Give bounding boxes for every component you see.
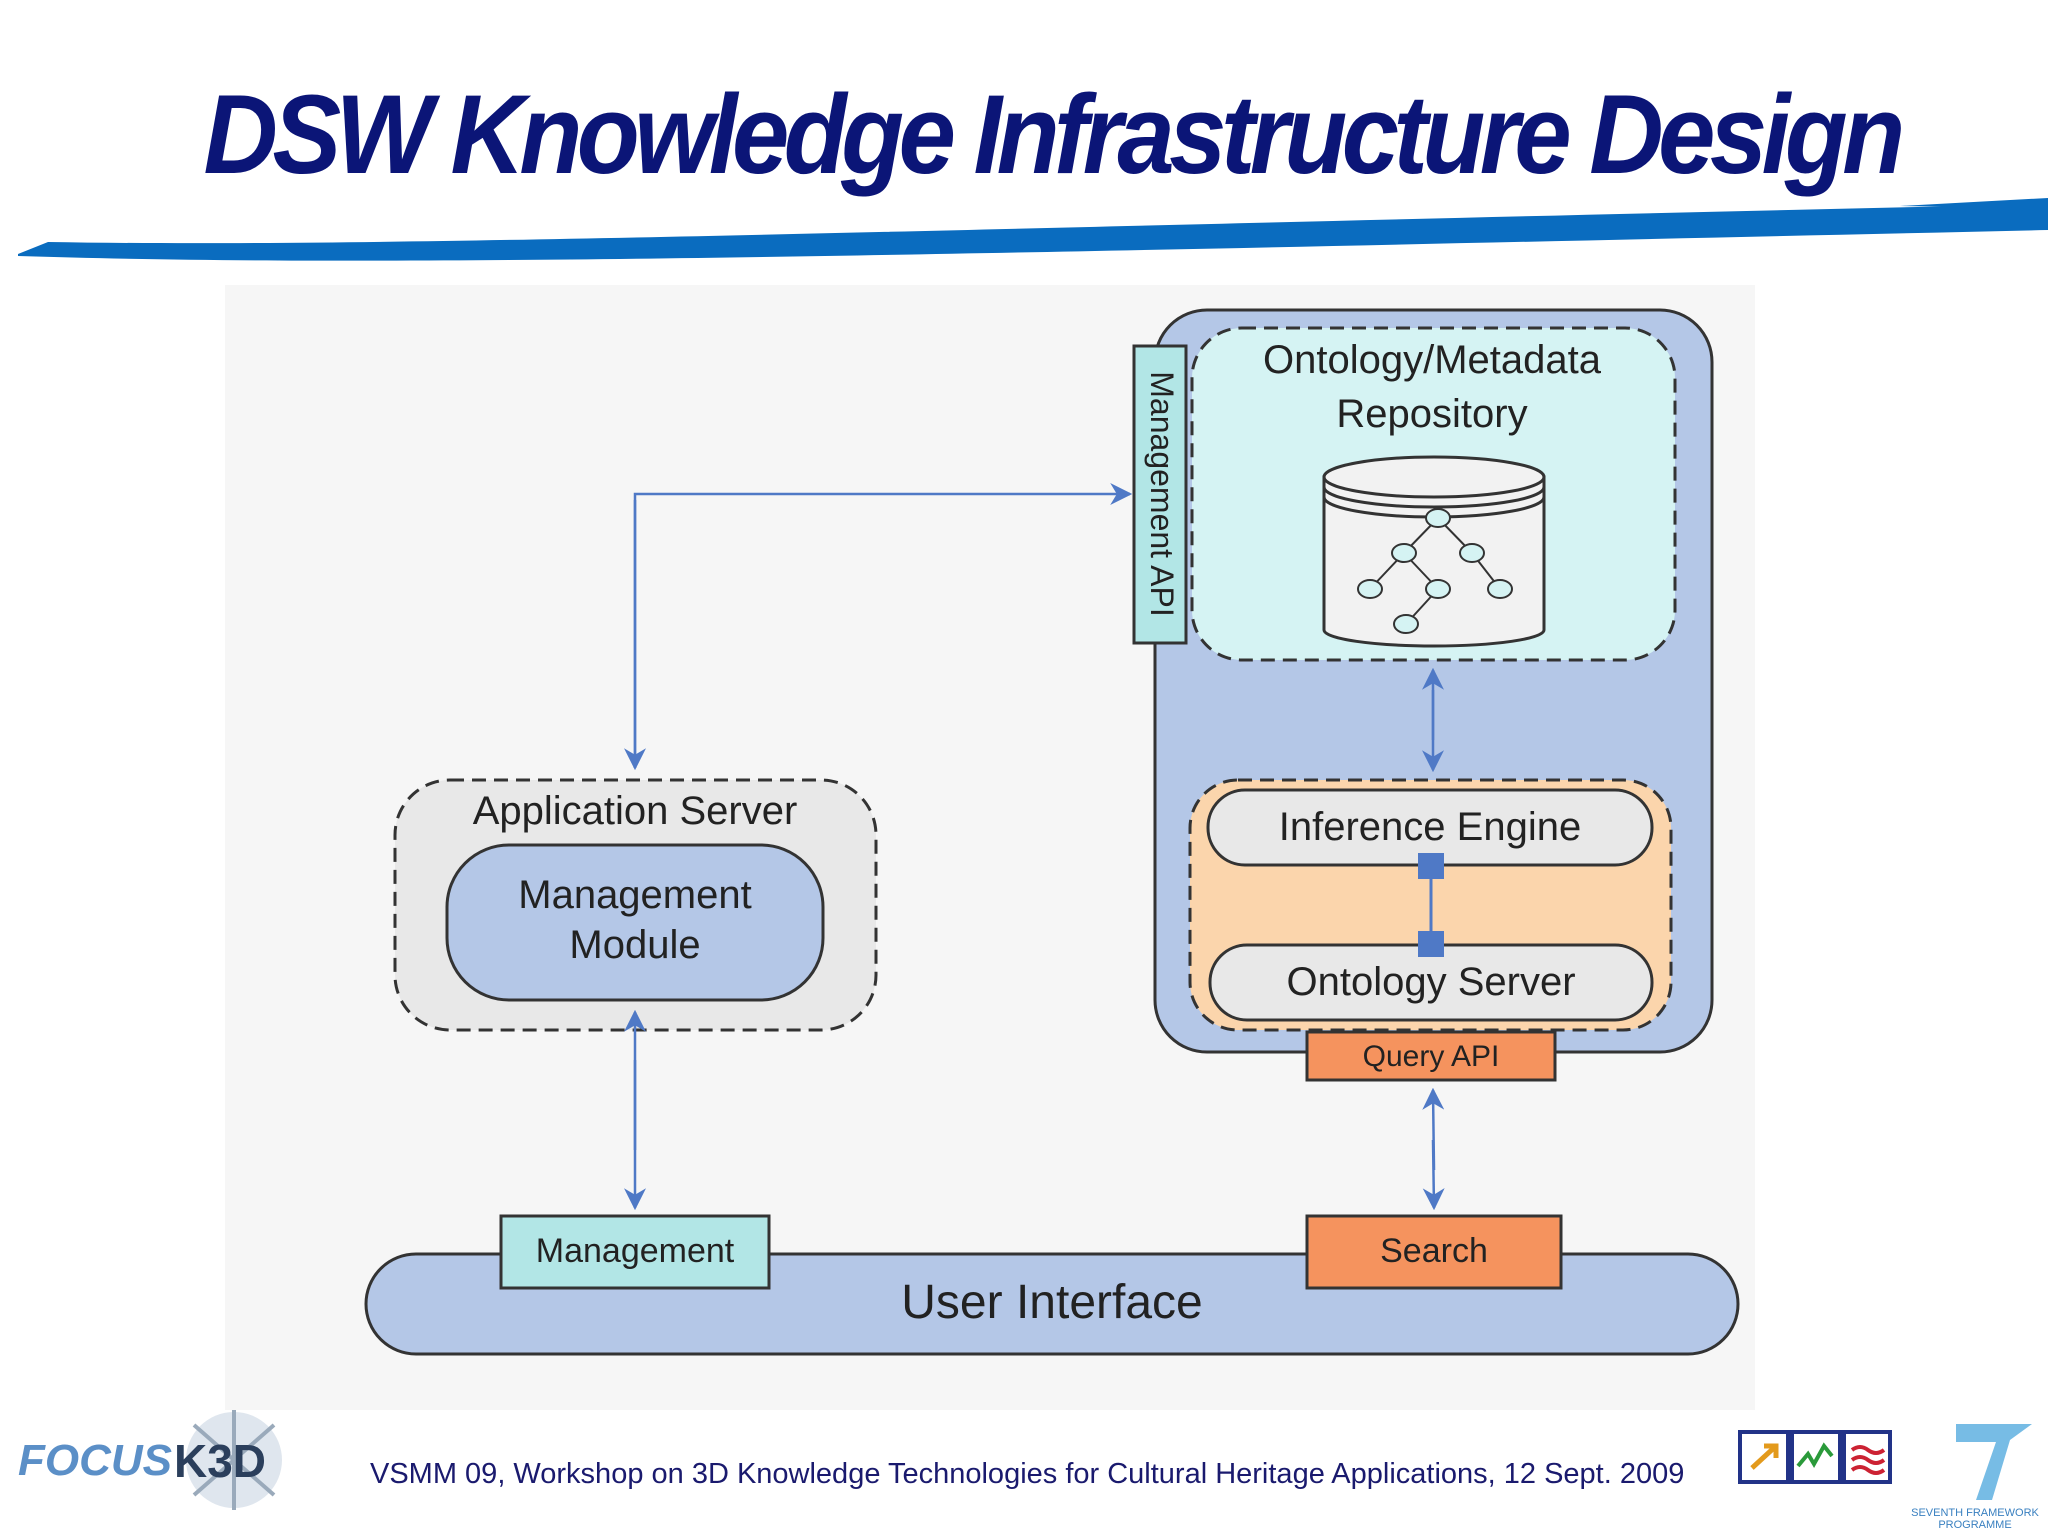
fp7-logo: SEVENTH FRAMEWORK PROGRAMME bbox=[1911, 1424, 2040, 1531]
inference-engine-label: Inference Engine bbox=[1279, 805, 1581, 849]
management-api-label: Management API bbox=[1144, 371, 1180, 616]
engine-server-connector bbox=[1418, 853, 1444, 957]
query-api-label: Query API bbox=[1363, 1040, 1500, 1073]
repository-label-line2: Repository bbox=[1336, 392, 1527, 436]
fp7-logo-line2: PROGRAMME bbox=[1938, 1519, 2011, 1531]
k3d-logo-text: K3D bbox=[174, 1435, 266, 1487]
query-api-box bbox=[1305, 1030, 1557, 1082]
management-module-label-line1: Management bbox=[518, 873, 751, 917]
ontology-server-label: Ontology Server bbox=[1286, 960, 1575, 1004]
repository-label-line1: Ontology/Metadata bbox=[1263, 338, 1602, 382]
database-icon bbox=[1322, 455, 1546, 648]
slide-footer: VSMM 09, Workshop on 3D Knowledge Techno… bbox=[370, 1458, 1685, 1490]
header-swoosh bbox=[18, 198, 2048, 261]
ui-management-label: Management bbox=[536, 1232, 735, 1270]
slide-title: DSW Knowledge Infrastructure Design bbox=[203, 72, 1906, 197]
ist-logo bbox=[1738, 1430, 1892, 1484]
application-server-label: Application Server bbox=[473, 789, 798, 833]
ui-management-box bbox=[499, 1214, 771, 1290]
focus-k3d-logo: FOCUS K3D bbox=[18, 1410, 282, 1510]
fp7-logo-line1: SEVENTH FRAMEWORK bbox=[1911, 1507, 2039, 1519]
management-module-label-line2: Module bbox=[569, 923, 700, 967]
query-search-arrow-up bbox=[1422, 1087, 1445, 1171]
management-module-pill bbox=[445, 843, 825, 1002]
user-interface-label: User Interface bbox=[901, 1276, 1202, 1329]
ui-search-box bbox=[1305, 1214, 1563, 1290]
management-api-box bbox=[1132, 344, 1188, 645]
arrows bbox=[624, 483, 1445, 1211]
focus-logo-text: FOCUS bbox=[18, 1436, 172, 1485]
ui-search-label: Search bbox=[1380, 1232, 1488, 1270]
